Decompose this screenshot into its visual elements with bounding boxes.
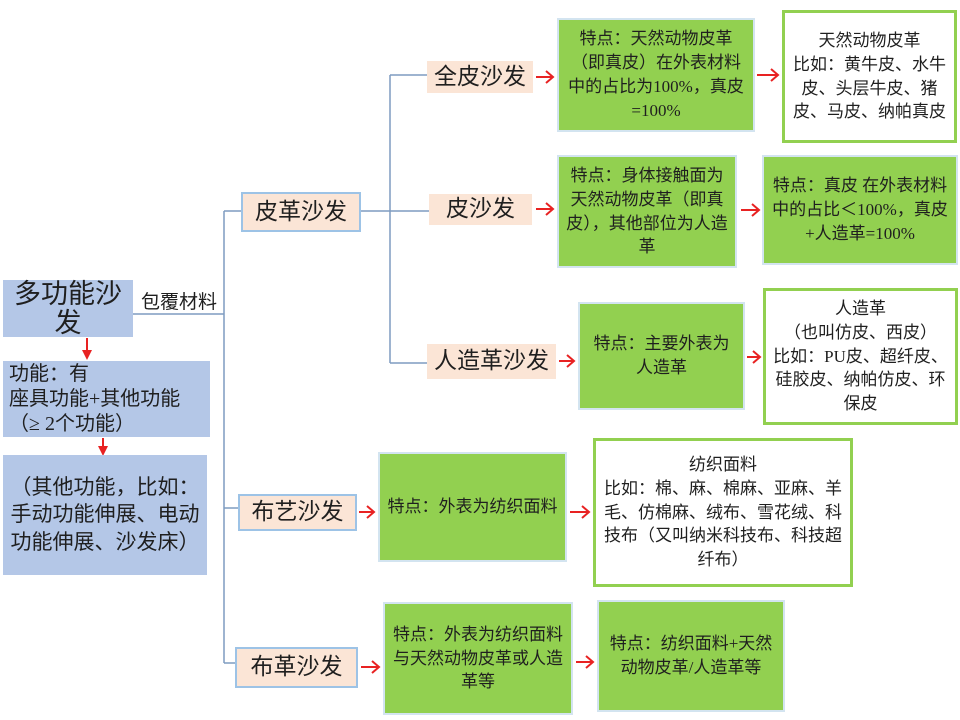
node-fabric-leather-sofa: 布革沙发 [235,647,358,688]
node-leather-feature: 特点：身体接触面为天然动物皮革（即真皮），其他部位为人造革 [557,155,737,268]
node-multifunction-sofa: 多功能沙发 [3,280,133,337]
node-full-leather-examples: 天然动物皮革 比如：黄牛皮、水牛皮、头层牛皮、猪皮、马皮、纳帕真皮 [782,10,957,143]
node-fabric-leather-composition: 特点：纺织面料+天然动物皮革/人造革等 [597,600,785,712]
node-fabric-feature: 特点：外表为纺织面料 [378,452,567,562]
node-fabric-leather-feature: 特点：外表为纺织面料与天然动物皮革或人造革等 [383,602,573,715]
node-fabric-examples: 纺织面料 比如：棉、麻、棉麻、亚麻、羊毛、仿棉麻、绒布、雪花绒、科技布（又叫纳米… [593,438,853,587]
node-faux-leather-examples: 人造革 （也叫仿皮、西皮） 比如：PU皮、超纤皮、硅胶皮、纳帕仿皮、环保皮 [763,288,958,425]
node-leather-sofa: 皮沙发 [429,194,532,225]
node-faux-leather-feature: 特点：主要外表为人造革 [578,302,745,410]
node-full-leather-sofa: 全皮沙发 [427,61,533,93]
node-leather-group-sofa: 皮革沙发 [241,192,361,232]
node-full-leather-feature: 特点：天然动物皮革（即真皮）在外表材料中的占比为100%，真皮=100% [557,18,755,132]
node-faux-leather-sofa: 人造革沙发 [427,344,556,379]
node-function-description: 功能：有 座具功能+其他功能 （≥ 2个功能） [3,361,210,437]
node-fabric-sofa: 布艺沙发 [238,494,357,531]
edge-label-covering-material: 包覆材料 [141,292,218,313]
node-leather-ratio: 特点：真皮 在外表材料中的占比＜100%，真皮+人造革=100% [762,155,958,265]
node-other-functions: （其他功能，比如： 手动功能伸展、电动功能伸展、沙发床） [3,455,207,575]
